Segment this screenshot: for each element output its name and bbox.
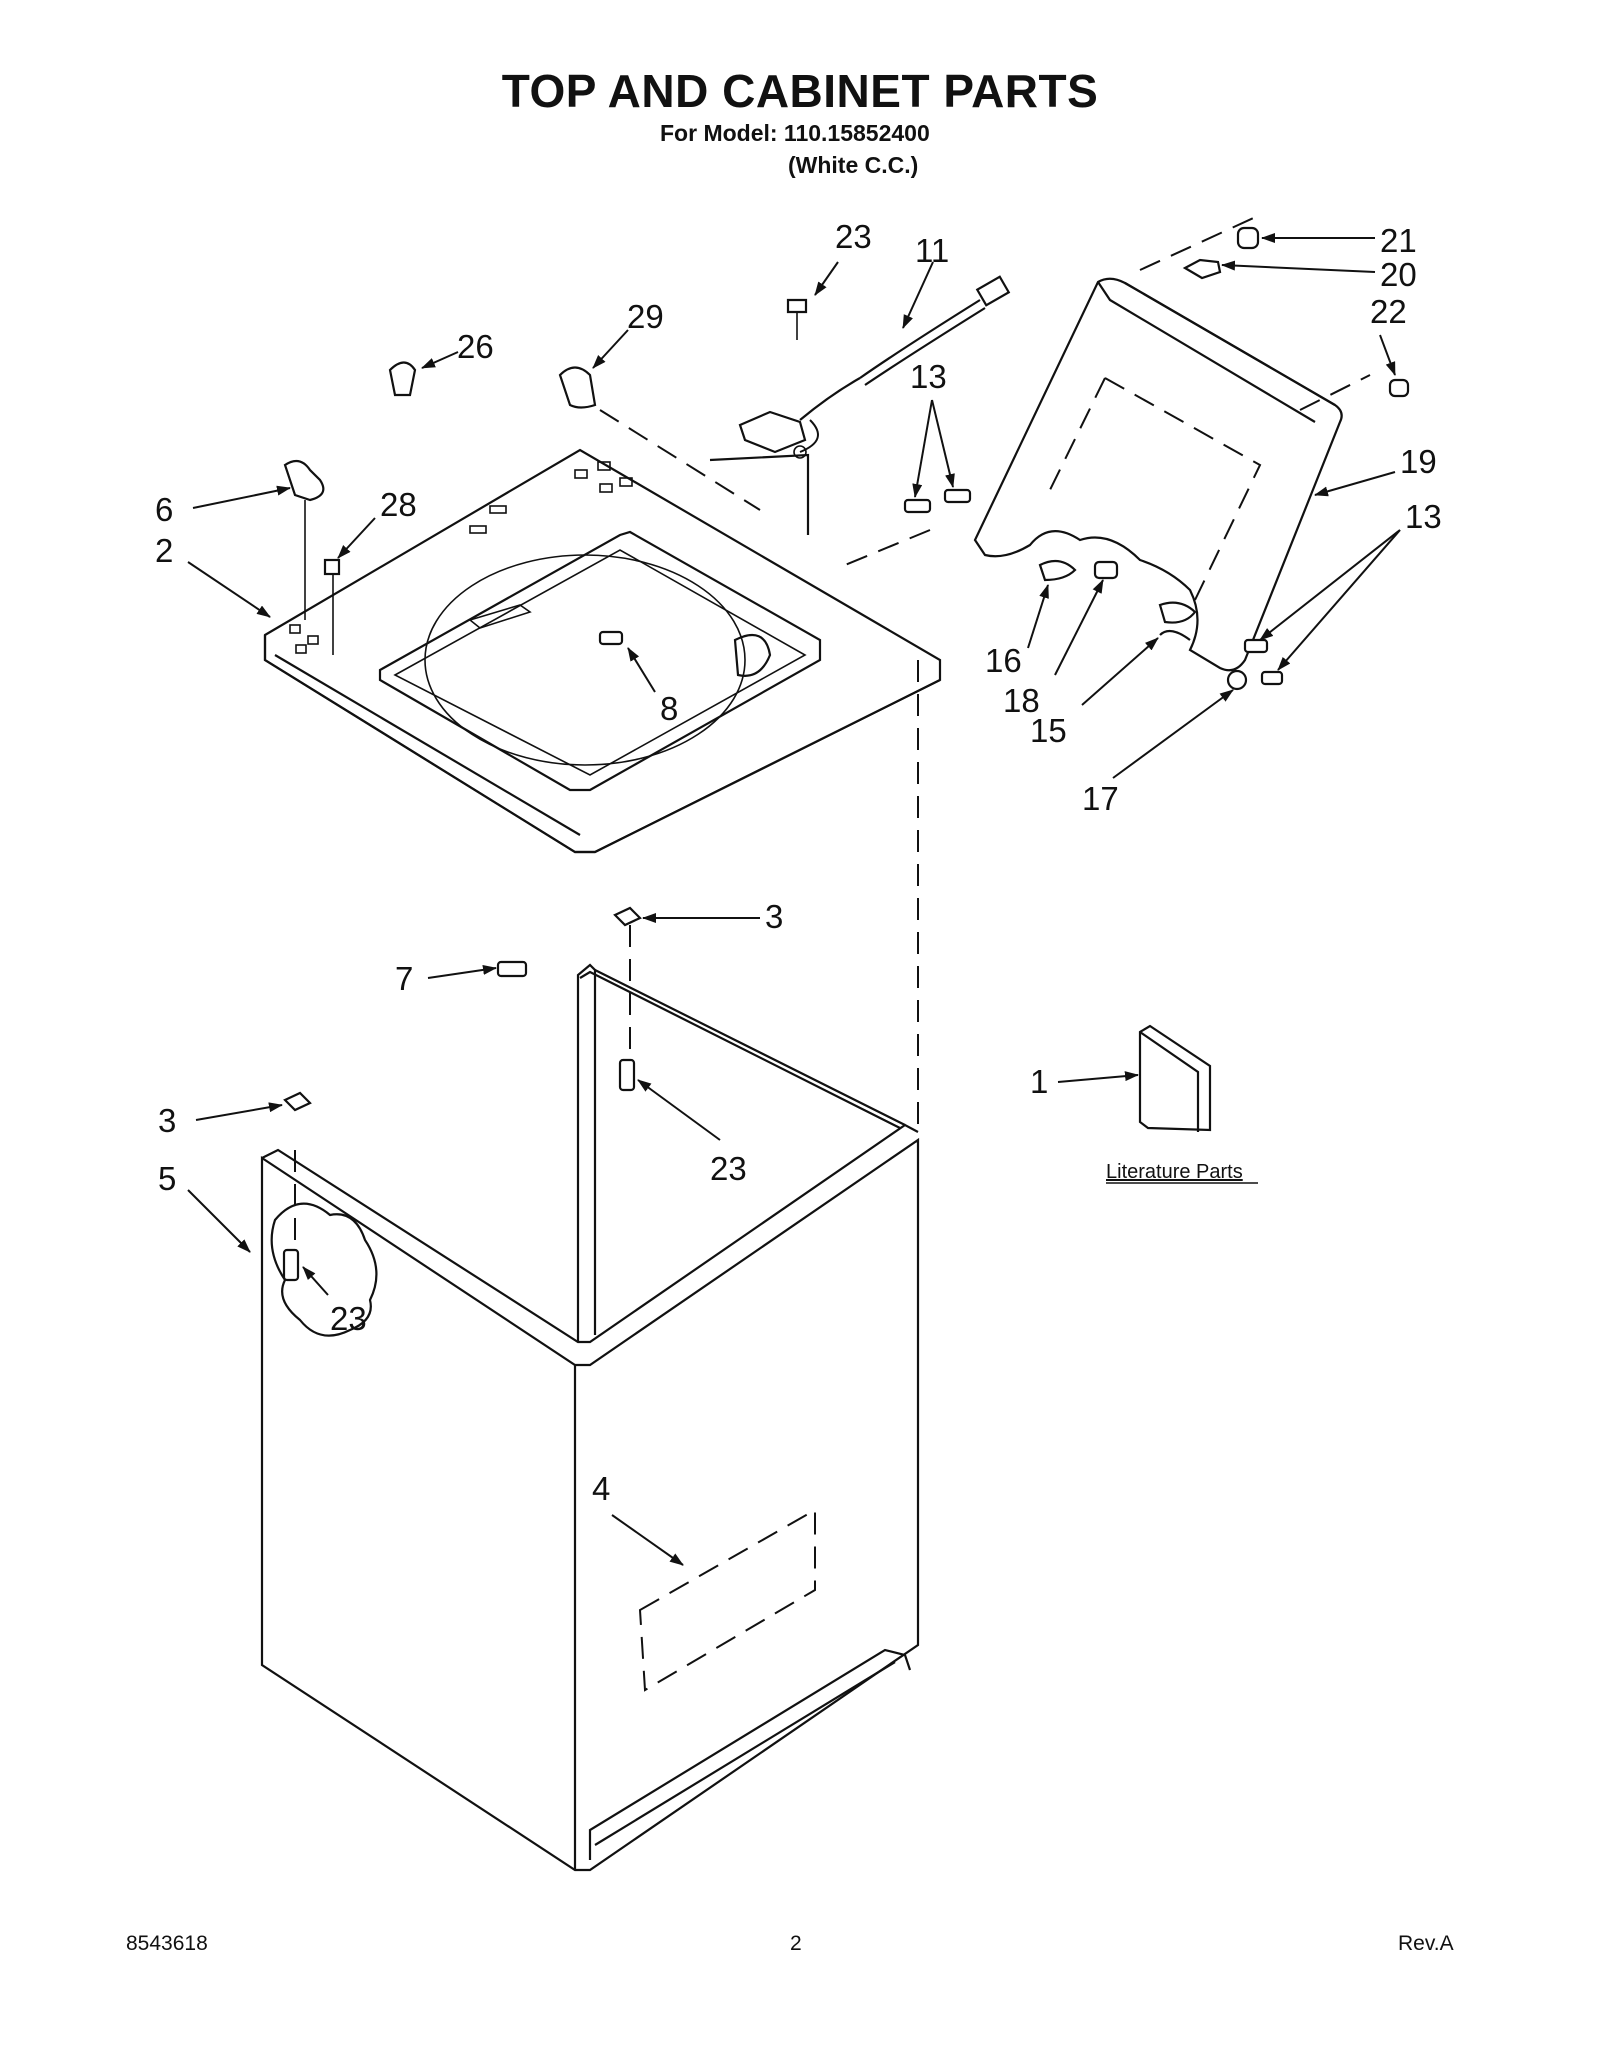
callout-2: 2 — [155, 532, 173, 569]
callout-labels: 21 20 22 19 23 11 29 26 13 13 6 28 2 8 1… — [155, 218, 1442, 1507]
callout-28: 28 — [380, 486, 417, 523]
callout-3-upper: 3 — [765, 898, 783, 935]
color-line: (White C.C.) — [788, 152, 919, 178]
leader-lines — [187, 233, 1401, 1566]
callout-13-right: 13 — [1405, 498, 1442, 535]
callout-23-top: 23 — [835, 218, 872, 255]
callout-23-mid: 23 — [710, 1150, 747, 1187]
callout-17: 17 — [1082, 780, 1119, 817]
callout-3-lower: 3 — [158, 1102, 176, 1139]
cabinet — [260, 660, 920, 1872]
callout-21: 21 — [1380, 222, 1417, 259]
callout-29: 29 — [627, 298, 664, 335]
callout-19: 19 — [1400, 443, 1437, 480]
callout-11: 11 — [915, 232, 949, 269]
lid-switch-harness — [599, 275, 1011, 535]
literature-booklet — [1138, 1024, 1212, 1132]
callout-20: 20 — [1380, 256, 1417, 293]
callout-16: 16 — [985, 642, 1022, 679]
cabinet-top — [263, 448, 942, 854]
page-number: 2 — [790, 1932, 802, 1955]
callout-5: 5 — [158, 1160, 176, 1197]
literature-parts-label: Literature Parts — [1106, 1161, 1243, 1183]
lid — [844, 214, 1371, 672]
callout-26: 26 — [457, 328, 494, 365]
callout-4: 4 — [592, 1470, 610, 1507]
callout-22: 22 — [1370, 293, 1407, 330]
callout-8: 8 — [660, 690, 678, 727]
model-line: For Model: 110.15852400 — [660, 120, 930, 146]
callout-23-lower: 23 — [330, 1300, 367, 1337]
doc-number: 8543618 — [126, 1932, 208, 1955]
callout-13-upper: 13 — [910, 358, 947, 395]
callout-15: 15 — [1030, 712, 1067, 749]
callout-18: 18 — [1003, 682, 1040, 719]
callout-1: 1 — [1030, 1063, 1048, 1100]
callout-6: 6 — [155, 491, 173, 528]
callout-7: 7 — [395, 960, 413, 997]
revision: Rev.A — [1398, 1932, 1454, 1955]
small-parts — [282, 226, 1410, 1282]
hinge-hardware — [1038, 559, 1284, 691]
page-title: TOP AND CABINET PARTS — [501, 65, 1099, 117]
